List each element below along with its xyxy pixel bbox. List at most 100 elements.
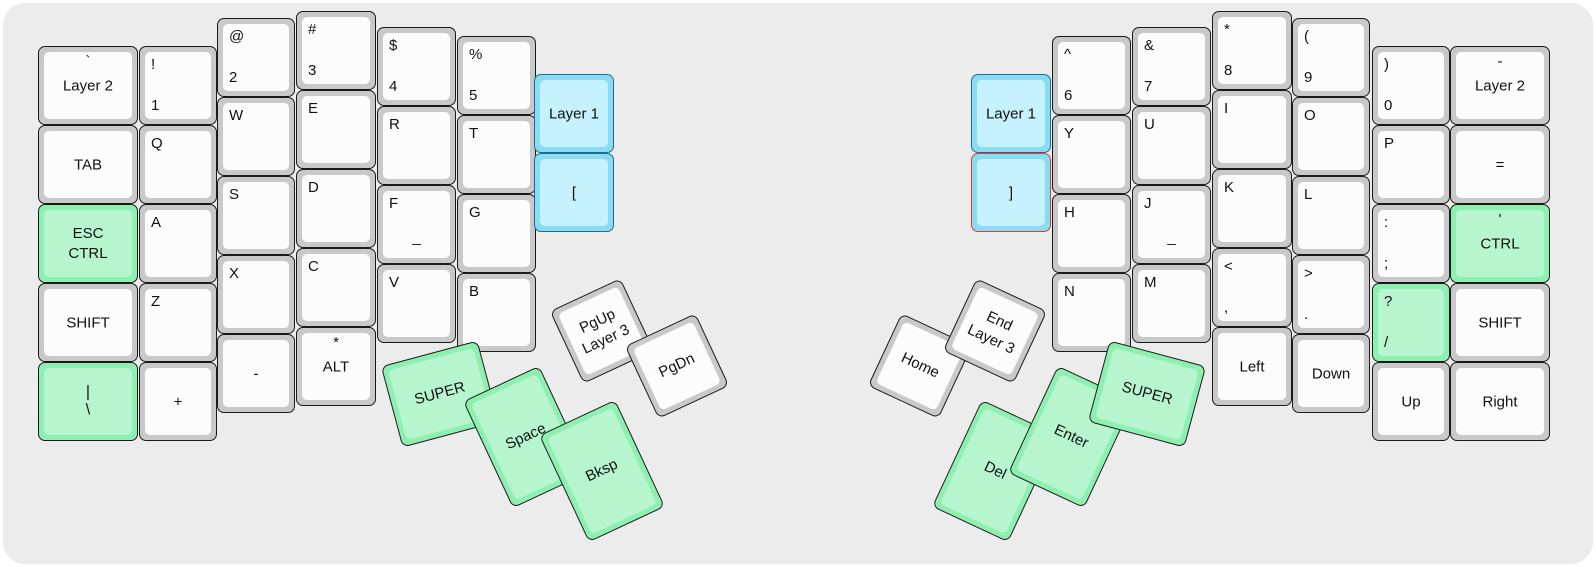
key-equals[interactable]: = — [1450, 125, 1550, 204]
key-d[interactable]: D — [296, 169, 376, 248]
key-i[interactable]: I — [1212, 90, 1292, 169]
key-s[interactable]: S — [217, 176, 295, 255]
key-lt-comma[interactable]: <, — [1212, 248, 1292, 327]
key-cap: `Layer 2 — [44, 52, 132, 119]
key-g[interactable]: G — [457, 194, 536, 273]
key-paren-9[interactable]: (9 — [1292, 18, 1370, 97]
key-caret-6[interactable]: ^6 — [1052, 36, 1131, 115]
key-left-arrow[interactable]: Left — [1212, 327, 1292, 406]
key-hash-3[interactable]: #3 — [296, 11, 376, 90]
key-c[interactable]: C — [296, 248, 376, 327]
key-layer1-left[interactable]: Layer 1 — [534, 74, 614, 153]
key-plus[interactable]: + — [139, 362, 217, 441]
key-legend: Q — [151, 135, 163, 152]
key-colon-semi[interactable]: :; — [1372, 204, 1450, 283]
key-legend: X — [229, 265, 240, 282]
key-cap: U — [1138, 112, 1205, 179]
key-at-2[interactable]: @2 — [217, 18, 295, 97]
key-down-arrow[interactable]: Down — [1292, 334, 1370, 413]
key-legend: Left — [1239, 358, 1265, 375]
key-t[interactable]: T — [457, 115, 536, 194]
key-cap: I — [1218, 96, 1286, 163]
key-cap: $4 — [383, 33, 450, 100]
key-a[interactable]: A — [139, 204, 217, 283]
key-h[interactable]: H — [1052, 194, 1131, 273]
key-w[interactable]: W — [217, 97, 295, 176]
key-legend: 3 — [308, 62, 317, 79]
key-cap: *8 — [1218, 17, 1286, 84]
key-cap: - — [223, 340, 289, 407]
key-tab[interactable]: TAB — [38, 125, 138, 204]
key-cap: :; — [1378, 210, 1444, 277]
key-cap: [ — [540, 159, 608, 226]
key-up-arrow[interactable]: Up — [1372, 362, 1450, 441]
key-e[interactable]: E — [296, 90, 376, 169]
key-k[interactable]: K — [1212, 169, 1292, 248]
key-x[interactable]: X — [217, 255, 295, 334]
key-cap: #3 — [302, 17, 370, 84]
key-question-slash[interactable]: ?/ — [1372, 283, 1450, 362]
key-pipe-backslash[interactable]: | \ — [38, 362, 138, 441]
key-o[interactable]: O — [1292, 97, 1370, 176]
key-cap: (9 — [1298, 24, 1364, 91]
key-cap: 'CTRL — [1456, 210, 1544, 277]
key-legend: [ — [571, 184, 577, 201]
key-j[interactable]: J_ — [1132, 185, 1211, 264]
key-cap: M — [1138, 270, 1205, 337]
key-legend: Bksp — [583, 455, 621, 486]
key-cap: X — [223, 261, 289, 328]
key-p[interactable]: P — [1372, 125, 1450, 204]
key-legend: L — [1304, 186, 1313, 203]
key-z[interactable]: Z — [139, 283, 217, 362]
key-b[interactable]: B — [457, 273, 536, 352]
key-amp-7[interactable]: &7 — [1132, 27, 1211, 106]
key-gt-period[interactable]: >. — [1292, 255, 1370, 334]
key-star-alt[interactable]: *ALT — [296, 327, 376, 406]
key-dash-layer2[interactable]: -Layer 2 — [1450, 46, 1550, 125]
key-v[interactable]: V — [377, 264, 456, 343]
key-n[interactable]: N — [1052, 273, 1131, 352]
key-cap: <, — [1218, 254, 1286, 321]
key-legend: : — [1384, 214, 1389, 231]
key-layer1-right[interactable]: Layer 1 — [971, 74, 1051, 153]
key-r[interactable]: R — [377, 106, 456, 185]
key-bracket-open[interactable]: [ — [534, 153, 614, 232]
key-legend: D — [308, 179, 319, 196]
key-legend: ESC CTRL — [68, 224, 108, 262]
key-f[interactable]: F_ — [377, 185, 456, 264]
key-paren-0[interactable]: )0 — [1372, 46, 1450, 125]
key-u[interactable]: U — [1132, 106, 1211, 185]
key-legend: ? — [1384, 293, 1393, 310]
key-grave-layer2[interactable]: `Layer 2 — [38, 46, 138, 125]
key-m[interactable]: M — [1132, 264, 1211, 343]
key-q[interactable]: Q — [139, 125, 217, 204]
key-star-8[interactable]: *8 — [1212, 11, 1292, 90]
key-shift-right[interactable]: SHIFT — [1450, 283, 1550, 362]
key-cap: SHIFT — [44, 289, 132, 356]
key-legend: TAB — [73, 156, 103, 173]
key-shift-left[interactable]: SHIFT — [38, 283, 138, 362]
key-cap: ESC CTRL — [44, 210, 132, 277]
key-legend: O — [1304, 107, 1316, 124]
key-percent-5[interactable]: %5 — [457, 36, 536, 115]
key-y[interactable]: Y — [1052, 115, 1131, 194]
key-quote-ctrl[interactable]: 'CTRL — [1450, 204, 1550, 283]
key-cap: Left — [1218, 333, 1286, 400]
key-cap: @2 — [223, 24, 289, 91]
key-l[interactable]: L — [1292, 176, 1370, 255]
key-dollar-4[interactable]: $4 — [377, 27, 456, 106]
key-bracket-close[interactable]: ] — [971, 153, 1051, 232]
key-minus[interactable]: - — [217, 334, 295, 413]
key-legend: 1 — [151, 97, 160, 114]
key-legend: E — [308, 100, 319, 117]
key-legend: U — [1144, 116, 1155, 133]
key-bang-1[interactable]: !1 — [139, 46, 217, 125]
key-legend: F — [389, 195, 399, 212]
key-cap: Layer 1 — [977, 80, 1045, 147]
key-cap: ^6 — [1058, 42, 1125, 109]
key-legend: 2 — [229, 69, 238, 86]
key-esc-ctrl[interactable]: ESC CTRL — [38, 204, 138, 283]
key-right-arrow[interactable]: Right — [1450, 362, 1550, 441]
key-legend: & — [1144, 37, 1155, 54]
